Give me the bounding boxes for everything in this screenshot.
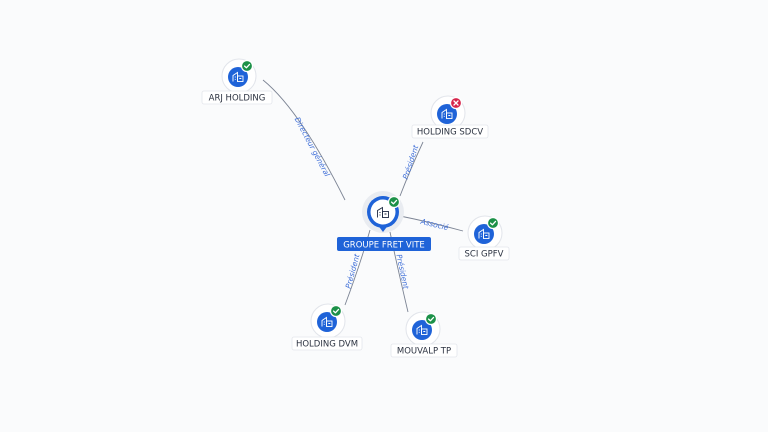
edge-label: Président [394, 253, 410, 290]
building-icon [441, 108, 453, 119]
center-building-icon [377, 206, 389, 218]
node-gpfv[interactable]: SCI GPFV [458, 215, 510, 261]
building-icon [321, 316, 333, 327]
nodes-layer: ARJ HOLDING HOLDING SDCV SCI GPFV HOLDING D… [201, 58, 510, 358]
edge-label: Associé [419, 217, 450, 233]
status-check-icon [329, 304, 343, 318]
node-label: HOLDING DVM [296, 340, 358, 350]
center-node-label: GROUPE FRET VITE [343, 240, 425, 250]
building-icon [416, 324, 428, 335]
node-label: MOUVALP TP [397, 347, 451, 357]
status-check-icon [486, 216, 500, 230]
node-disc [317, 312, 337, 332]
edge-line [262, 79, 346, 201]
status-check-icon [240, 59, 254, 73]
building-icon [232, 71, 244, 82]
node-label-badge [201, 90, 273, 105]
edge-label: Président [344, 252, 362, 289]
node-disc [228, 67, 248, 87]
node-disc [437, 104, 457, 124]
node-sdcv[interactable]: HOLDING SDCV [411, 95, 489, 139]
node-label-badge [411, 124, 489, 139]
edge-line [399, 141, 424, 197]
edge-arj: Directeur général [262, 79, 346, 201]
edge-label: Président [401, 143, 421, 180]
edge-label: Directeur général [293, 116, 332, 179]
center-label-badge [337, 237, 431, 251]
edge-gpfv: Associé [399, 215, 464, 233]
status-cross-icon [449, 96, 463, 110]
node-label-badge [291, 336, 363, 351]
node-label-badge [390, 343, 458, 358]
node-mouvalp[interactable]: MOUVALP TP [390, 311, 458, 358]
node-label: HOLDING SDCV [417, 128, 483, 138]
center-node[interactable]: GROUPE FRET VITE [337, 191, 431, 251]
edge-line [344, 229, 371, 306]
center-status-check-icon [387, 195, 401, 209]
node-label: SCI GPFV [465, 250, 504, 260]
node-arj[interactable]: ARJ HOLDING [201, 58, 273, 105]
node-disc [474, 224, 494, 244]
node-dvm[interactable]: HOLDING DVM [291, 303, 363, 351]
building-icon [478, 228, 490, 239]
node-label: ARJ HOLDING [209, 94, 266, 104]
edge-line [399, 215, 464, 232]
status-check-icon [424, 312, 438, 326]
node-disc [412, 320, 432, 340]
node-label-badge [458, 246, 510, 261]
edge-sdcv: Président [399, 141, 424, 197]
